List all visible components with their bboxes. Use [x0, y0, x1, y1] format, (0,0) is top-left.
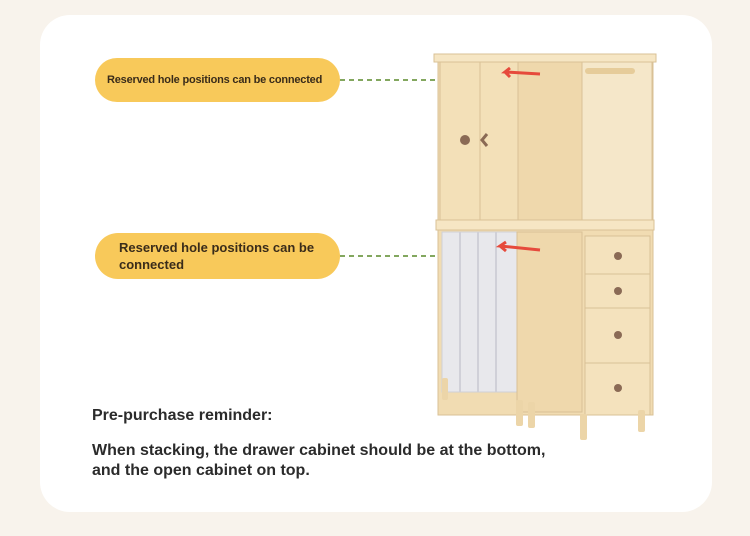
- upper-handle-right: [480, 133, 489, 147]
- hanging-rail: [585, 68, 635, 74]
- reminder-body-line1: When stacking, the drawer cabinet should…: [92, 442, 546, 459]
- upper-door-left: [439, 61, 481, 223]
- lower-arrow: [495, 240, 541, 253]
- lower-side-panel: [516, 231, 583, 413]
- curtain: [441, 231, 518, 393]
- leg-5: [638, 410, 645, 432]
- upper-open-section: [581, 61, 653, 223]
- leg-1: [442, 378, 448, 400]
- upper-cabinet-top: [433, 53, 657, 63]
- reminder-title: Pre-purchase reminder:: [92, 407, 273, 424]
- reminder-body: When stacking, the drawer cabinet should…: [92, 441, 592, 481]
- callout-lower: Reserved hole positions can be connected: [95, 233, 340, 279]
- upper-door-right: [479, 61, 519, 223]
- cabinet-illustration: [433, 53, 657, 440]
- leg-3: [528, 402, 535, 428]
- upper-handle-left: [460, 135, 470, 145]
- reminder-body-line2: and the open cabinet on top.: [92, 462, 310, 479]
- upper-arrow: [501, 66, 541, 79]
- upper-side-panel: [517, 61, 583, 223]
- callout-upper-label: Reserved hole positions can be connected: [107, 74, 323, 86]
- middle-shelf: [435, 219, 655, 231]
- leg-2: [516, 400, 523, 426]
- callout-lower-label: Reserved hole positions can be connected: [119, 240, 315, 272]
- callout-upper: Reserved hole positions can be connected: [95, 58, 340, 102]
- leg-4: [580, 414, 587, 440]
